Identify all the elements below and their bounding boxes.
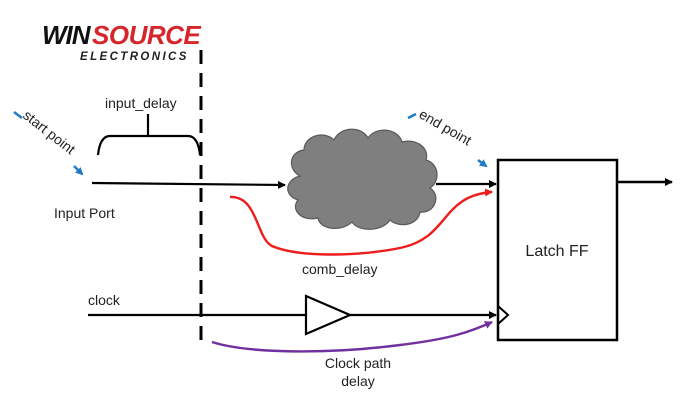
comb-delay-label: comb_delay — [302, 261, 378, 277]
latch-ff-label: Latch FF — [525, 243, 588, 260]
start-point-tail-icon — [13, 111, 23, 119]
clock-path-delay-label-line2: delay — [341, 373, 374, 389]
clock-input-triangle-icon — [497, 305, 510, 325]
clock-buffer-icon — [304, 294, 353, 336]
logo-tagline: ELECTRONICS — [80, 51, 189, 63]
clock-label: clock — [88, 292, 121, 308]
end-point-label: end point — [417, 106, 475, 149]
start-point-arrow-icon — [73, 165, 84, 176]
combinational-logic-cloud — [287, 128, 438, 230]
start-point-label: start point — [20, 107, 78, 158]
clock-path-delay-path — [211, 320, 493, 353]
latch-ff-block — [496, 158, 619, 342]
input-delay-brace — [96, 114, 202, 156]
logo-brand-win: WIN — [42, 20, 92, 50]
input-data-wire — [91, 180, 286, 189]
logo-brand-source: SOURCE — [92, 20, 201, 50]
start-point-pointer: start point — [13, 107, 84, 176]
end-point-tail-icon — [407, 112, 417, 120]
comb-delay-path — [229, 188, 493, 256]
input-port-label: Input Port — [54, 205, 115, 221]
winsource-logo: WIN SOURCE ELECTRONICS — [42, 20, 202, 63]
input-delay-label: input_delay — [105, 95, 177, 111]
end-point-arrow-icon — [477, 159, 488, 168]
clock-path-delay-label-line1: Clock path — [325, 355, 391, 371]
